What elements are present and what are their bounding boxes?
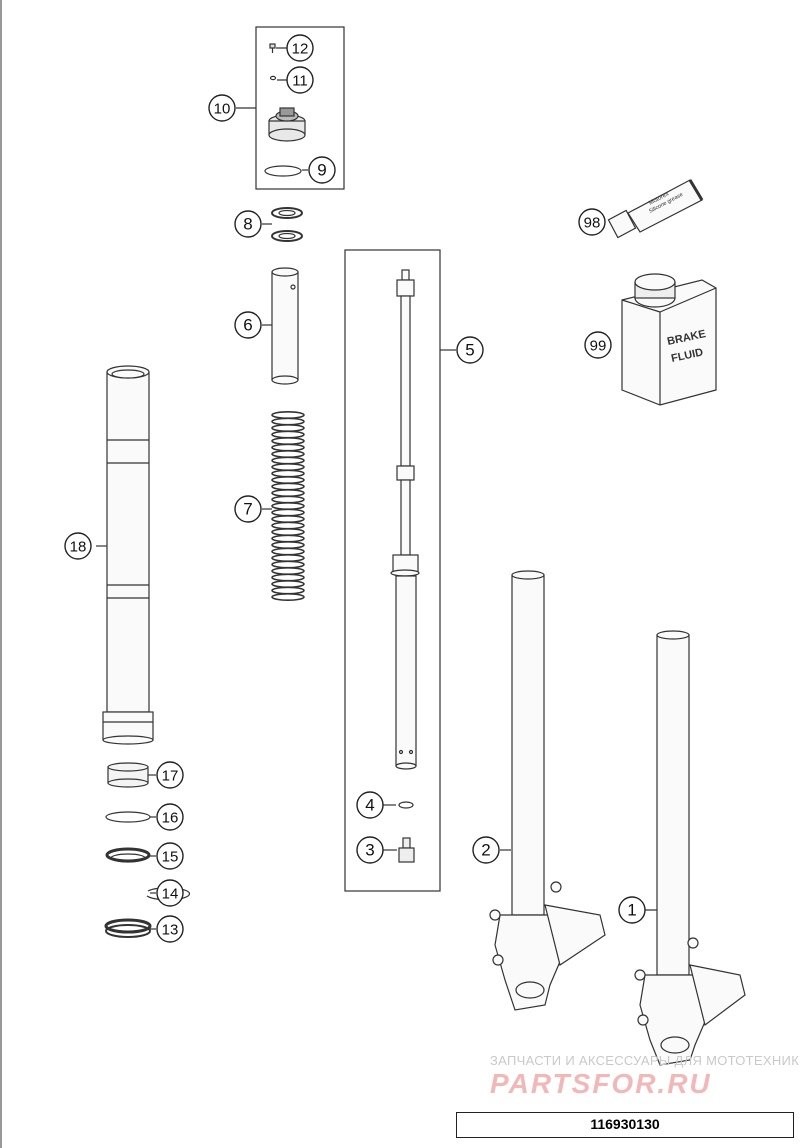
part-12-screw	[269, 43, 276, 53]
callout-circle-2	[472, 836, 500, 864]
part-18-outer-tube	[102, 365, 154, 745]
part-17-guide-bushing	[107, 762, 149, 788]
callout-label-1: 1	[627, 901, 636, 920]
part-6-preload-tube	[271, 267, 299, 385]
callout-circle-12	[286, 34, 314, 62]
callout-label-10: 10	[214, 101, 231, 118]
callout-label-14: 14	[162, 886, 179, 903]
part-10-screw-cap	[268, 107, 306, 142]
callout-label-5: 5	[465, 341, 474, 360]
callout-circle-18	[64, 532, 92, 560]
callout-label-16: 16	[162, 810, 179, 827]
callout-label-2: 2	[481, 841, 490, 860]
watermark-text: ЗАПЧАСТИ И АКСЕССУАРЫ ДЛЯ МОТОТЕХНИКИ	[490, 1053, 800, 1068]
callout-circle-16	[156, 803, 184, 831]
part-8-washers	[271, 207, 303, 242]
part-99-brake-fluid-can: BRAKE FLUID	[621, 273, 717, 406]
callout-label-4: 4	[365, 796, 374, 815]
callout-label-6: 6	[243, 316, 252, 335]
callout-circle-3	[356, 836, 384, 864]
part-13-oil-seal	[104, 918, 152, 938]
callout-circle-15	[156, 842, 184, 870]
part-2-fork-leg	[489, 570, 606, 1011]
part-1-fork-leg	[634, 630, 746, 1066]
callout-circle-13	[156, 915, 184, 943]
callout-circle-14	[156, 879, 184, 907]
callout-circle-4	[356, 791, 384, 819]
callout-circle-11	[286, 66, 314, 94]
reference-number-box: 116930130	[456, 1112, 794, 1138]
part-3-bolt	[398, 837, 415, 863]
part-16-washer	[105, 811, 151, 823]
part-15-dust-seal	[105, 847, 151, 863]
callout-circle-8	[234, 210, 262, 238]
callout-label-12: 12	[292, 41, 309, 58]
callout-circle-99	[584, 331, 612, 359]
callout-circle-6	[234, 311, 262, 339]
group-box-5	[344, 249, 441, 892]
callout-circle-10	[208, 94, 236, 122]
part-4-washer	[398, 801, 414, 809]
callout-label-3: 3	[365, 841, 374, 860]
callout-circle-1	[618, 896, 646, 924]
callout-circle-5	[456, 336, 484, 364]
callout-label-9: 9	[317, 161, 326, 180]
callout-circle-9	[308, 156, 336, 184]
callout-label-8: 8	[243, 215, 252, 234]
part-7-spring	[271, 410, 305, 601]
callout-label-13: 13	[162, 922, 179, 939]
part-98-grease-tube: Motorex Silicone grease	[607, 179, 704, 239]
callout-label-17: 17	[162, 768, 179, 785]
callout-label-11: 11	[292, 73, 308, 90]
callout-label-15: 15	[162, 849, 179, 866]
watermark-logo: PARTSFOR.RU	[490, 1068, 712, 1099]
part-11-washer	[269, 75, 277, 81]
callout-label-18: 18	[70, 539, 87, 556]
callout-label-7: 7	[243, 500, 252, 519]
part-5-cartridge	[390, 269, 420, 770]
callout-label-99: 99	[590, 338, 607, 355]
callout-label-98: 98	[584, 215, 601, 232]
part-9-o-ring	[264, 165, 302, 177]
callout-circle-7	[234, 495, 262, 523]
callout-circle-98	[578, 208, 606, 236]
callout-circle-17	[156, 761, 184, 789]
